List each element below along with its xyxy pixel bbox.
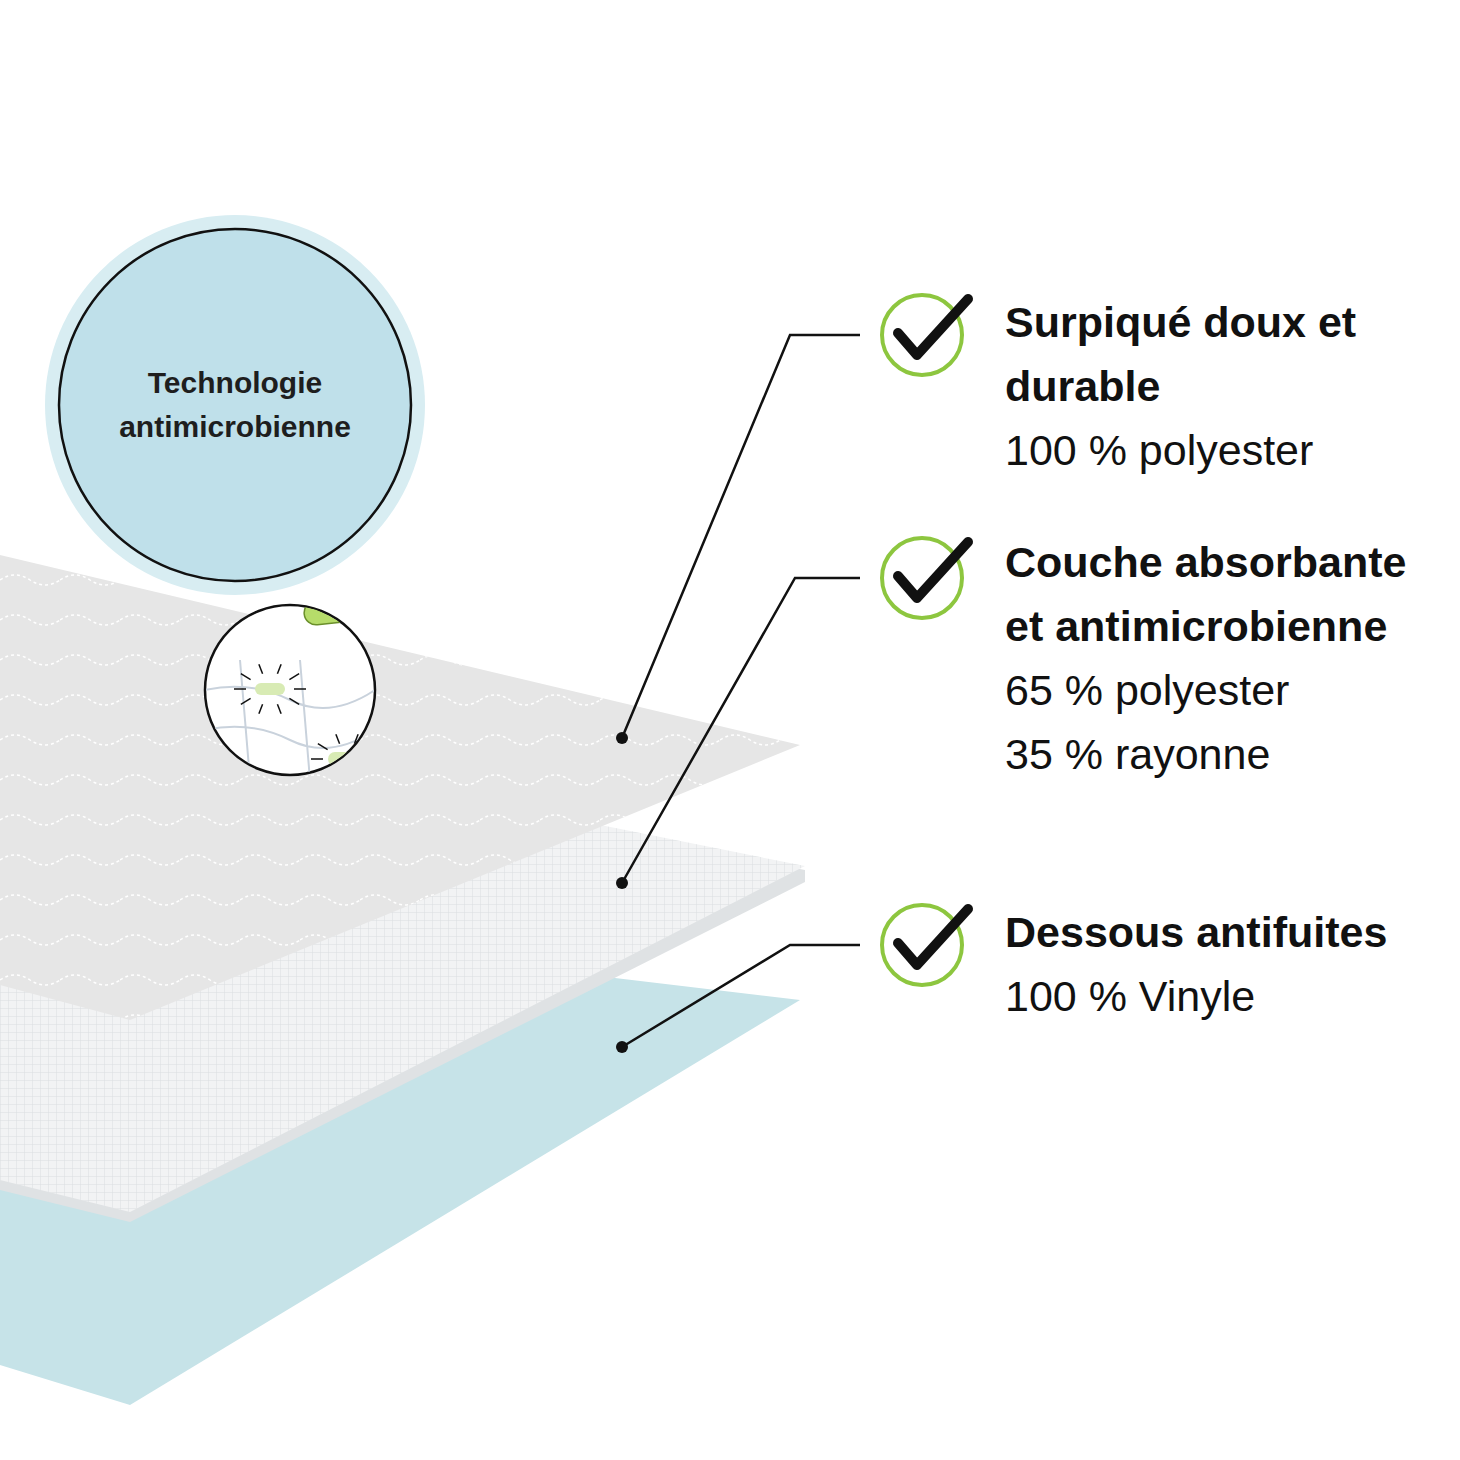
ray <box>311 758 323 760</box>
leader-line <box>622 335 860 738</box>
neutralized-bacterium <box>425 688 459 700</box>
ray <box>277 704 281 714</box>
leader-line <box>622 578 860 883</box>
bacterium <box>376 546 461 585</box>
ray <box>413 703 423 709</box>
badge-text: Technologie antimicrobienne <box>85 361 385 449</box>
material-spec: 100 % polyester <box>1005 418 1425 482</box>
badge-shape <box>45 215 425 595</box>
circle-badge: Technologie antimicrobienne <box>45 215 425 595</box>
ray <box>234 688 246 690</box>
badge-disc <box>59 229 411 581</box>
leader-dot <box>616 877 628 889</box>
check-icon <box>882 295 968 375</box>
check-icon <box>882 905 968 985</box>
leader-line <box>622 945 860 1047</box>
ray <box>431 669 435 679</box>
ray <box>431 709 435 719</box>
ray <box>354 734 358 744</box>
ray <box>294 688 306 690</box>
badge-ring <box>45 215 425 595</box>
check-mark <box>898 542 968 598</box>
zoom-circle <box>205 605 375 775</box>
ray <box>259 664 263 674</box>
ray <box>449 709 453 719</box>
ray <box>241 698 251 704</box>
bacterium <box>303 594 383 626</box>
ray <box>336 774 340 784</box>
ray <box>413 679 423 685</box>
ray <box>366 768 376 774</box>
material-spec: 65 % polyester <box>1005 658 1425 722</box>
feature-heading: Couche absorbante et antimicrobienne <box>1005 530 1425 658</box>
ray <box>466 693 478 695</box>
ray <box>461 703 471 709</box>
ray <box>336 734 340 744</box>
ray <box>277 664 281 674</box>
ray <box>406 693 418 695</box>
ray <box>354 774 358 784</box>
neutralized-bacterium <box>328 752 366 766</box>
ray <box>318 744 328 750</box>
quilted-layer <box>0 555 800 1020</box>
check-icon <box>882 538 968 618</box>
leader-dot <box>616 732 628 744</box>
ray <box>241 674 251 680</box>
check-mark <box>898 909 968 965</box>
ray <box>289 674 299 680</box>
leader-dot <box>616 1041 628 1053</box>
check-mark <box>898 299 968 355</box>
ray <box>366 744 376 750</box>
fiber-mesh <box>205 660 375 780</box>
quilted-texture <box>0 555 800 1020</box>
feature-heading: Dessous antifuites <box>1005 900 1425 964</box>
feature-heading: Surpiqué doux et durable <box>1005 290 1425 418</box>
ray <box>259 704 263 714</box>
ray <box>289 698 299 704</box>
ray <box>371 758 383 760</box>
bacterium <box>397 611 460 641</box>
material-spec: 100 % Vinyle <box>1005 964 1425 1028</box>
ray <box>461 679 471 685</box>
ray <box>318 768 328 774</box>
ray <box>449 669 453 679</box>
material-spec: 35 % rayonne <box>1005 722 1425 786</box>
neutralized-bacterium <box>255 683 285 695</box>
